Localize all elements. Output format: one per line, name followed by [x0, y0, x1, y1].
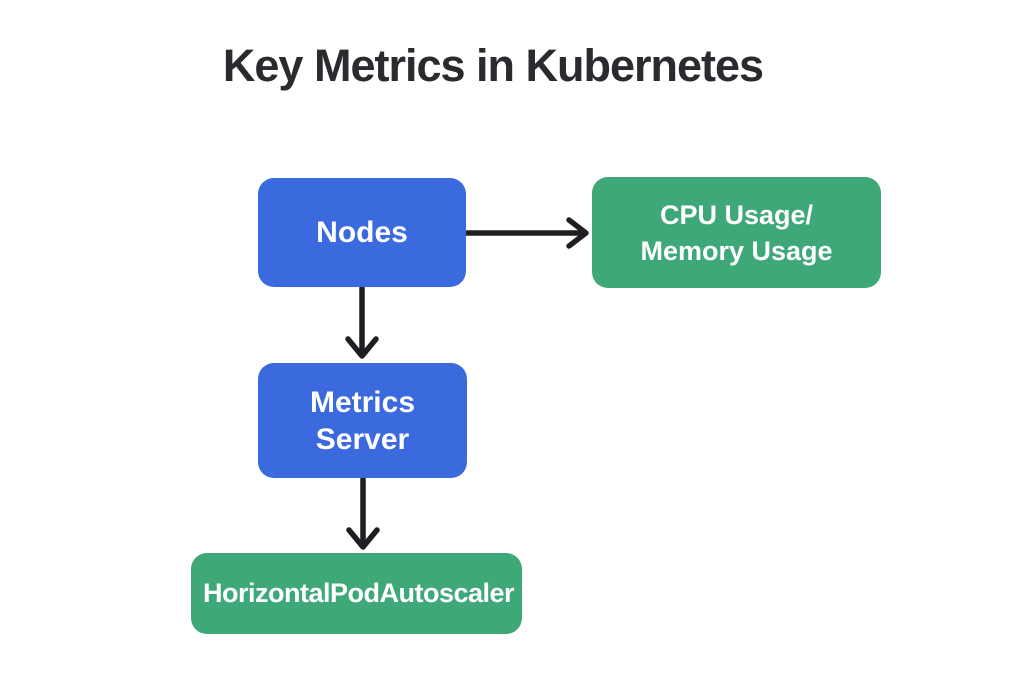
node-label-metrics: Metrics [309, 385, 416, 419]
page-title: Key Metrics in Kubernetes [222, 40, 764, 91]
arrow-nodes-to-cpu-memory-usage [464, 217, 589, 249]
node-box-nodes: Nodes [258, 178, 466, 287]
node-label-server: Server [315, 422, 410, 456]
node-label-memory-usage: Memory Usage [640, 235, 833, 266]
node-label-cpu-usage: CPU Usage/ [659, 199, 814, 230]
node-label-nodes: Nodes [316, 215, 408, 249]
arrow-nodes-to-metrics-server [345, 285, 379, 359]
node-box-horizontal-pod-autoscaler: HorizontalPodAutoscaler [191, 553, 522, 634]
node-box-cpu-memory-usage: CPU Usage/ Memory Usage [592, 177, 881, 288]
node-label-horizontal-pod-autoscaler: HorizontalPodAutoscaler [203, 578, 515, 608]
node-box-metrics-server: Metrics Server [258, 363, 467, 478]
arrow-metrics-server-to-horizontal-pod-autoscaler [346, 476, 380, 550]
